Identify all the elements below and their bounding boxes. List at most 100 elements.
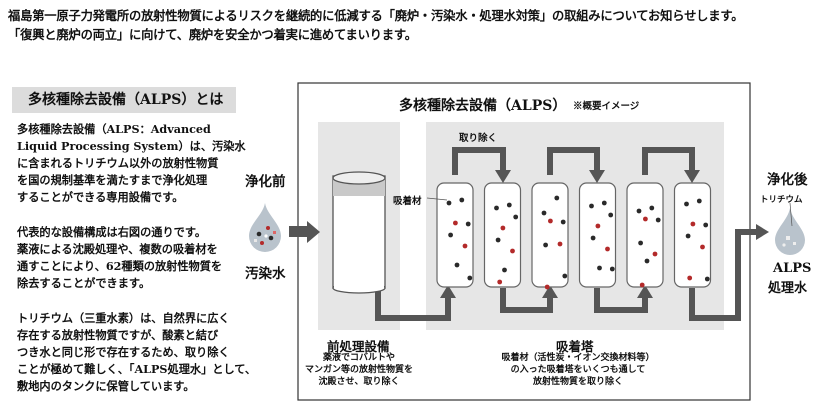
- adsorbed-particle: [597, 265, 602, 271]
- para-line: を国の規制基準を満たすまで浄化処理: [17, 173, 208, 187]
- adsorbed-particle: [453, 220, 458, 226]
- tritium-pointer: [789, 202, 793, 227]
- adsorbed-particle: [643, 216, 648, 222]
- adsorbed-particle: [548, 218, 553, 224]
- adsorbed-particle: [700, 244, 705, 250]
- para-line: 薬液による沈殿処理や、複数の吸着材を: [17, 242, 218, 256]
- adsorbed-particle: [636, 208, 642, 214]
- adsorbed-particle: [608, 212, 614, 218]
- adsorbed-particle: [560, 219, 566, 225]
- intro-text: 福島第一原子力発電所の放射性物質によるリスクを継続的に低減する「廃炉・汚染水・処…: [8, 6, 836, 44]
- adsorbed-particle: [696, 198, 702, 204]
- arrow-head-right: [756, 224, 769, 240]
- adsorbed-particle: [652, 251, 658, 257]
- adsorbed-particle: [638, 240, 643, 246]
- column-connectors: [452, 147, 695, 313]
- connector-arrow-heads: [495, 170, 700, 298]
- adsorbed-particle: [495, 237, 501, 243]
- inlet-arrow-body: [289, 226, 308, 237]
- adsorption-column: [483, 182, 522, 288]
- adsorbed-particle: [605, 246, 610, 252]
- para-line: 存在する放射性物質ですが、酸素と結び: [17, 328, 219, 342]
- adsorbed-particle: [687, 275, 693, 281]
- adsorbed-particle: [554, 195, 560, 201]
- treated-water-label-2: 処理水: [768, 281, 808, 296]
- description-paragraph-2: 代表的な設備構成は右図の通りです。 薬液による沈殿処理や、複数の吸着材を 通すこ…: [17, 224, 239, 292]
- adsorption-column: [626, 182, 664, 288]
- adsorbed-particle: [502, 267, 507, 273]
- adsorbed-particle: [684, 201, 689, 207]
- before-label: 浄化前: [245, 174, 286, 190]
- para-line: 敷地内のタンクに保管しています。: [17, 379, 195, 393]
- pretreatment-desc-line: 沈殿させ、取り除く: [318, 377, 400, 387]
- adsorption-tower-title: 吸着塔: [556, 339, 594, 354]
- pipe-to-output: [689, 229, 757, 321]
- tower-desc-line: の入った吸着塔をいくつも通して: [510, 365, 646, 375]
- adsorbed-particle: [448, 232, 453, 238]
- adsorbed-particle: [589, 203, 594, 209]
- pretreatment-desc-line: マンガン等の放射性物質を: [304, 365, 413, 375]
- para-line: 除去することができます。: [17, 276, 151, 290]
- intro-line-2: 「復興と廃炉の両立」に向けて、廃炉を安全かつ着実に進めてまいります。: [8, 27, 417, 42]
- adsorbed-particle: [494, 205, 499, 211]
- adsorbed-particle: [649, 205, 655, 211]
- adsorption-columns: [436, 182, 712, 290]
- treated-water-drop: [775, 208, 805, 255]
- adsorbed-particle: [703, 222, 709, 228]
- adsorbed-particle: [590, 235, 596, 241]
- after-label: 浄化後: [767, 172, 808, 188]
- para-line: Liquid Processing System）は、汚染水: [17, 139, 246, 153]
- adsorbed-particle: [500, 225, 506, 231]
- arrow-head-up: [440, 285, 456, 298]
- adsorbed-particle: [557, 241, 563, 247]
- adsorbed-particle: [465, 221, 471, 227]
- adsorbed-particle: [513, 214, 519, 220]
- para-line: に含まれるトリチウム以外の放射性物質: [17, 156, 219, 170]
- contaminated-water-label: 汚染水: [245, 266, 286, 282]
- adsorption-column: [531, 182, 569, 288]
- contaminated-water-drop: [249, 203, 281, 252]
- diagram-note: ※概要イメージ: [573, 101, 640, 112]
- treated-water-label-1: ALPS: [773, 261, 812, 276]
- adsorbed-particle: [655, 217, 661, 223]
- intro-line-1: 福島第一原子力発電所の放射性物質によるリスクを継続的に低減する「廃炉・汚染水・処…: [8, 8, 744, 23]
- para-line: 通すことにより、62種類の放射性物質を: [17, 259, 223, 273]
- adsorbed-particle: [704, 276, 710, 282]
- adsorbed-particle: [506, 202, 512, 208]
- tower-desc-line: 放射性物質を取り除く: [532, 377, 623, 387]
- adsorption-column: [436, 182, 474, 288]
- section-title: 多核種除去設備（ALPS）とは: [12, 87, 236, 113]
- adsorbed-particle: [644, 258, 650, 264]
- adsorbed-particle: [510, 248, 515, 254]
- adsorbed-particle: [454, 262, 460, 268]
- adsorbed-particle: [541, 210, 547, 216]
- adsorbed-particle: [595, 223, 601, 229]
- adsorbed-particle: [601, 200, 607, 206]
- adsorbed-particle: [639, 282, 645, 288]
- adsorbed-particle: [459, 197, 465, 203]
- pretreatment-title: 前処理設備: [327, 339, 390, 354]
- adsorbed-particle: [544, 284, 550, 290]
- adsorbed-particle: [609, 266, 615, 272]
- pretreatment-desc-line: 薬液でコバルトや: [322, 353, 395, 363]
- adsorption-column: [673, 182, 712, 288]
- para-line: ことが極めて難しく、「ALPS処理水」として、: [17, 362, 257, 376]
- adsorbed-particle: [497, 279, 503, 285]
- para-line: することができる専用設備です。: [17, 190, 184, 204]
- para-line: 代表的な設備構成は右図の通りです。: [17, 225, 207, 239]
- tower-desc-line: 吸着材（活性炭・イオン交換材料等）: [501, 353, 655, 363]
- adsorbent-pointer: [426, 197, 448, 201]
- tritium-label: トリチウム: [760, 195, 803, 205]
- description-paragraph-3: トリチウム（三重水素）は、自然界に広く 存在する放射性物質ですが、酸素と結び つ…: [17, 310, 257, 395]
- adsorbent-label: 吸着材: [393, 196, 422, 207]
- remove-label: 取り除く: [459, 133, 498, 144]
- pretreatment-description: 薬液でコバルトや マンガン等の放射性物質を 沈殿させ、取り除く: [300, 352, 418, 388]
- pretreatment-tank: [332, 171, 386, 294]
- description-paragraph-1: 多核種除去設備（ALPS：Advanced Liquid Processing …: [17, 121, 246, 206]
- adsorbed-particle: [446, 200, 452, 206]
- inlet-arrow-head: [307, 221, 320, 243]
- para-line: つき水と同じ形で存在するため、取り除く: [17, 345, 230, 359]
- adsorbed-particle: [690, 221, 696, 227]
- adsorbed-particle: [562, 273, 568, 279]
